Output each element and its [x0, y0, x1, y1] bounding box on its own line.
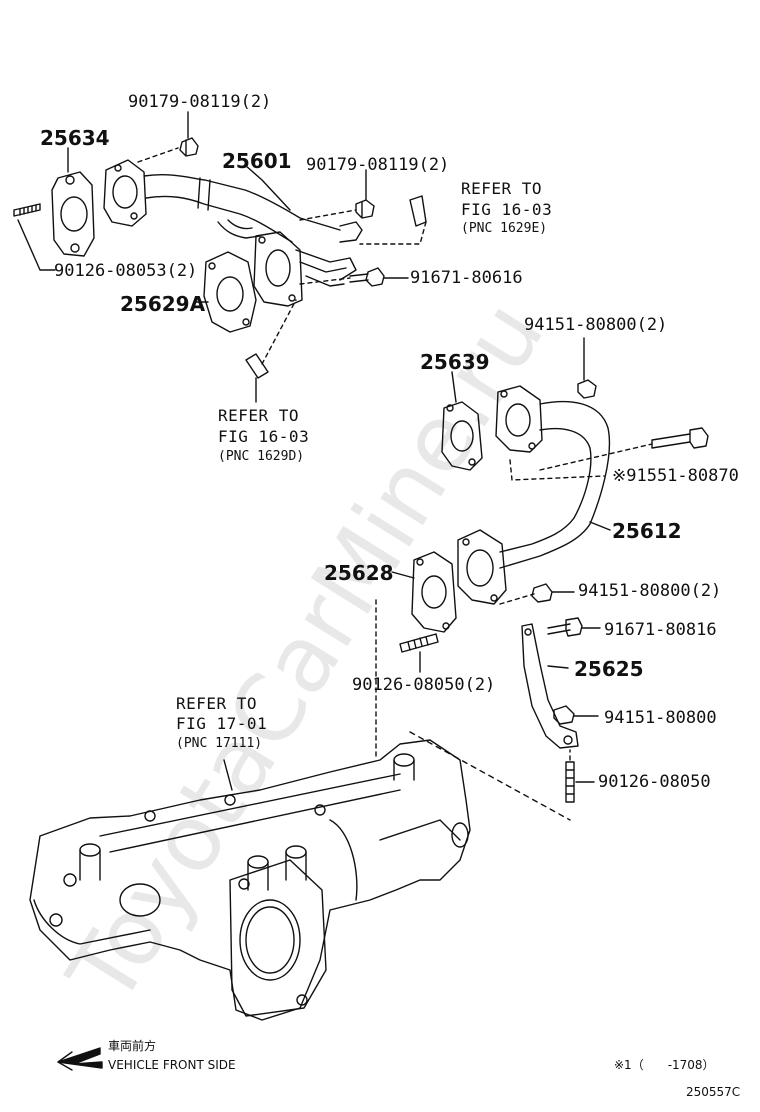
leader-25625 [547, 665, 569, 669]
ref-e-line3: (PNC 1629E) [461, 221, 548, 236]
ref-17-line1: REFER TO [176, 694, 258, 713]
nut-90179-b[interactable] [355, 199, 375, 219]
label-25629A: 25629A [120, 292, 206, 316]
pipe-25612[interactable] [457, 385, 611, 605]
gasket-25629A[interactable] [203, 251, 257, 333]
stud-90126-08050-2[interactable] [399, 633, 439, 653]
leader-25612 [589, 521, 611, 531]
label-94151-mid: 94151-80800(2) [578, 581, 722, 601]
gasket-25628[interactable] [411, 551, 457, 633]
label-25628: 25628 [324, 561, 394, 585]
dash-91551 [539, 443, 653, 471]
bolt-91671-80616[interactable] [349, 267, 385, 287]
intake-manifold[interactable] [29, 739, 471, 1021]
leader-25628 [391, 571, 415, 579]
label-90126-08050: 90126-08050 [598, 772, 711, 792]
dash-90179-b [299, 209, 357, 221]
leader-25601 [244, 164, 291, 211]
label-91671-80816: 91671-80816 [604, 620, 717, 640]
dash-manifold-guide [409, 731, 571, 821]
ref-d-line2: FIG 16-03 [218, 427, 310, 446]
bolt-91671-80816[interactable] [547, 617, 583, 637]
leader-25639 [451, 371, 457, 403]
ref-d-line1: REFER TO [218, 406, 300, 425]
ref-17-line3: (PNC 17111) [176, 736, 263, 751]
label-90179-a: 90179-08119(2) [128, 92, 272, 112]
label-25639: 25639 [420, 350, 490, 374]
front-label-jp: 車両前方 [108, 1039, 157, 1053]
front-label-en: VEHICLE FRONT SIDE [108, 1058, 236, 1072]
dash-1629E [359, 221, 427, 245]
label-25634: 25634 [40, 126, 110, 150]
flange-25601[interactable] [253, 231, 303, 307]
leader-90126-08053 [17, 219, 56, 271]
nut-94151-mid[interactable] [531, 583, 553, 603]
bracket-25625[interactable] [521, 623, 579, 749]
label-90179-b: 90179-08119(2) [306, 155, 450, 175]
pipe-stub-1629D[interactable] [245, 353, 269, 379]
gasket-25634[interactable] [51, 171, 95, 257]
dash-91671 [299, 277, 351, 285]
stud-90126-08053[interactable] [13, 203, 41, 217]
label-25625: 25625 [574, 657, 644, 681]
bolt-91551-80870[interactable] [651, 427, 709, 449]
gasket-25639[interactable] [441, 401, 483, 471]
label-25612: 25612 [612, 519, 682, 543]
front-direction-arrow [57, 1047, 103, 1071]
ref-17-line2: FIG 17-01 [176, 714, 268, 733]
dash-25612 [509, 459, 605, 481]
label-25601: 25601 [222, 149, 292, 173]
label-90126-08053: 90126-08053(2) [54, 261, 198, 281]
label-94151-top: 94151-80800(2) [524, 315, 668, 335]
label-91551-80870: ※91551-80870 [612, 466, 739, 486]
nut-94151-top[interactable] [577, 379, 597, 399]
ref-e-line2: FIG 16-03 [461, 200, 553, 219]
leader-ref-17 [223, 759, 233, 791]
pipe-stub-1629E[interactable] [409, 195, 427, 227]
label-90126-08050-2: 90126-08050(2) [352, 675, 496, 695]
label-94151-single: 94151-80800 [604, 708, 717, 728]
stud-90126-08050[interactable] [565, 761, 575, 803]
nut-94151-single[interactable] [553, 705, 575, 725]
nut-90179-a[interactable] [179, 137, 199, 157]
pipe-25601[interactable] [103, 159, 363, 287]
dash-25601-a [137, 147, 179, 163]
applicability-note: ※1（ -1708） [614, 1058, 715, 1072]
ref-d-line3: (PNC 1629D) [218, 449, 305, 464]
label-91671-80616: 91671-80616 [410, 268, 523, 288]
dash-94151-mid [499, 593, 535, 605]
ref-e-line1: REFER TO [461, 179, 543, 198]
dash-1629D [261, 299, 297, 365]
diagram-id: 250557C [686, 1085, 741, 1099]
